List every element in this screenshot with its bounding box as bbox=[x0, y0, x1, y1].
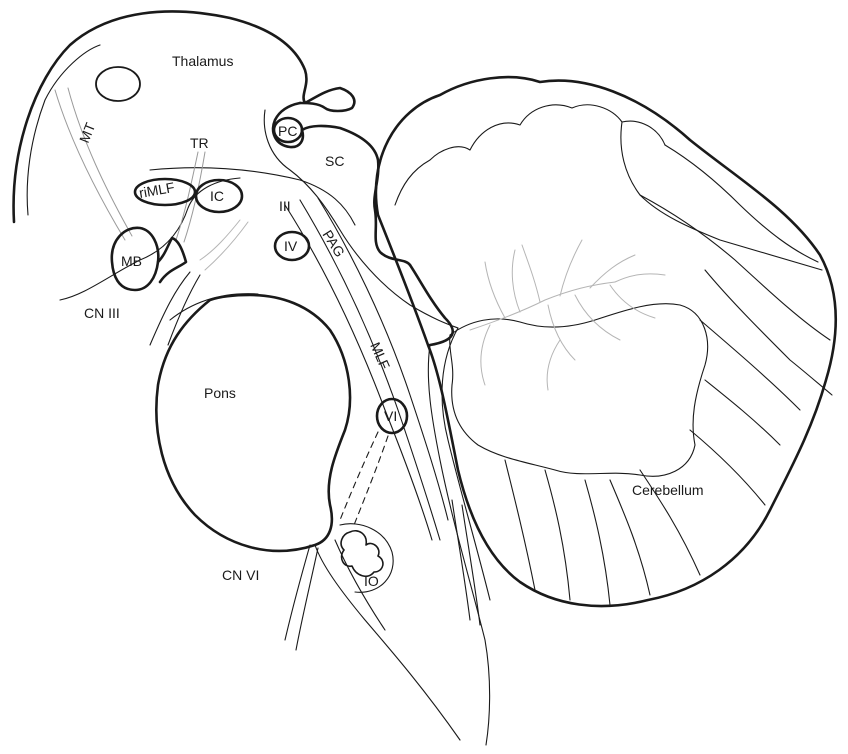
label-cn-iii: CN III bbox=[84, 305, 120, 321]
label-vi: VI bbox=[384, 408, 397, 424]
mammillary-region bbox=[112, 220, 248, 345]
label-io: IO bbox=[364, 573, 379, 589]
label-thalamus: Thalamus bbox=[172, 53, 233, 69]
label-pc: PC bbox=[278, 123, 297, 139]
label-iii: III bbox=[279, 198, 291, 214]
medulla-anterior-outline bbox=[315, 545, 460, 740]
cn-iii-nerve-1 bbox=[150, 272, 190, 345]
aqueduct-line-lower bbox=[150, 168, 355, 225]
label-tr: TR bbox=[190, 135, 209, 151]
cn-iii-fibres bbox=[200, 220, 248, 270]
label-mb: MB bbox=[121, 253, 142, 269]
pons bbox=[156, 294, 350, 551]
pons-outline bbox=[156, 295, 350, 551]
label-mlf: MLF bbox=[367, 340, 393, 372]
label-cn-vi: CN VI bbox=[222, 567, 259, 583]
nuclei bbox=[135, 118, 407, 433]
label-cerebellum: Cerebellum bbox=[632, 482, 704, 498]
abducens-fibres bbox=[340, 432, 388, 525]
label-pag: PAG bbox=[319, 227, 348, 260]
massa-intermedia bbox=[96, 67, 140, 101]
interpeduncular-notch bbox=[158, 238, 186, 282]
label-iv: IV bbox=[284, 238, 298, 254]
thalamus-outline bbox=[14, 11, 355, 222]
mammillothalamic-tract-2 bbox=[68, 88, 132, 236]
cn-vi-nerve-2 bbox=[296, 548, 318, 650]
cn-vi-nerve-1 bbox=[285, 545, 310, 640]
label-pons: Pons bbox=[204, 385, 236, 401]
label-ic: IC bbox=[210, 188, 224, 204]
label-sc: SC bbox=[325, 153, 344, 169]
mammillothalamic-tract bbox=[55, 90, 125, 240]
inferior-olive-outline bbox=[341, 531, 383, 576]
